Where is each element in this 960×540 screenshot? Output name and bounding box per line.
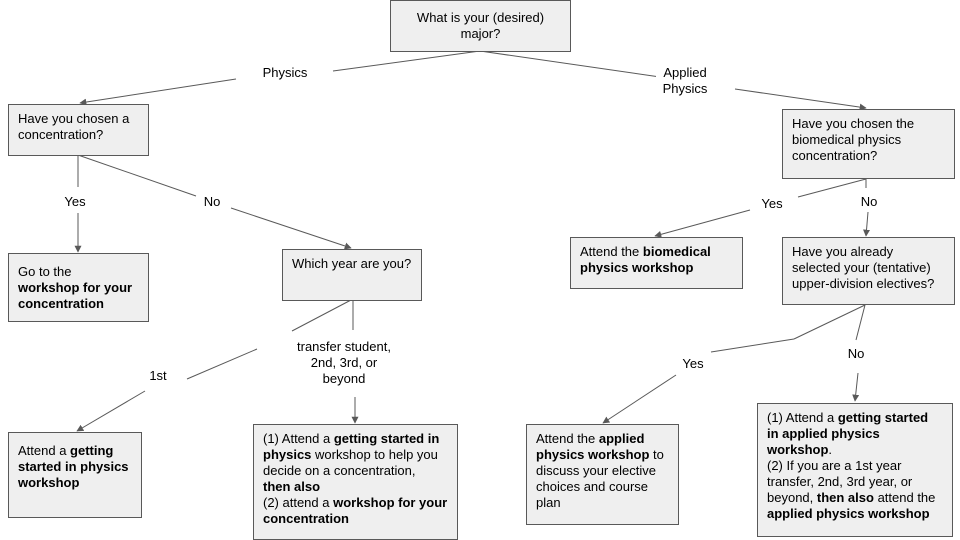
node-applied-two-step-l2-bold: then also [816, 490, 874, 505]
node-biomedical-question: Have you chosen the biomedical physics c… [782, 109, 955, 179]
node-applied-workshop-bold: applied physics workshop [536, 431, 650, 462]
node-attend-biomedical: Attend the biomedical physics workshop [570, 237, 743, 289]
node-which-year-question: Which year are you? [282, 249, 422, 301]
edge-yes-biomedical-arrow [654, 209, 751, 238]
edge-label-transfer-beyond: transfer student, 2nd, 3rd, or beyond [292, 339, 396, 387]
node-applied-two-step-l2-bold2: applied physics workshop [767, 506, 930, 521]
node-physics-two-step: (1) Attend a getting started in physics … [253, 424, 458, 540]
node-applied-workshop: Attend the applied physics workshop to d… [526, 424, 679, 525]
edge-no-electives [855, 304, 866, 341]
edge-no-biomedical-arrow [863, 211, 871, 237]
edge-first-year-arrow [76, 390, 146, 432]
edge-label-yes-biomedical: Yes [757, 196, 787, 212]
edge-no-electives-arrow [852, 372, 860, 402]
node-applied-two-step-l2-mid: attend the [873, 490, 936, 505]
edge-label-no-biomedical: No [855, 194, 883, 210]
edge-label-no-electives: No [842, 346, 870, 362]
edge-no-concentration-arrow [230, 207, 352, 250]
node-applied-two-step-l1-bold: getting started in applied physics works… [767, 410, 929, 457]
node-electives-question: Have you already selected your (tentativ… [782, 237, 955, 305]
node-getting-started-physics-bold: getting started in physics workshop [18, 443, 129, 490]
edge-label-first-year: 1st [144, 368, 172, 384]
node-applied-two-step: (1) Attend a getting started in applied … [757, 403, 953, 537]
node-getting-started-physics-pre: Attend a [18, 443, 71, 458]
node-go-to-workshop-pre: Go to the [18, 264, 72, 279]
node-attend-biomedical-pre: Attend the [580, 244, 643, 259]
edge-physics-arrow [79, 78, 237, 106]
node-physics-two-step-l1-bold: getting started in physics [263, 431, 440, 462]
node-go-to-workshop-bold: workshop for your concentration [18, 280, 133, 311]
edge-no-concentration [77, 154, 197, 197]
node-getting-started-physics: Attend a getting started in physics work… [8, 432, 142, 518]
edge-yes-electives-arrow [602, 374, 677, 424]
edge-applied-physics-arrow [734, 88, 867, 111]
node-applied-two-step-l1-pre: (1) Attend a [767, 410, 838, 425]
node-electives-question-text: Have you already selected your (tentativ… [792, 244, 935, 291]
edge-physics [332, 50, 481, 72]
edge-yes-electives [793, 304, 866, 340]
node-applied-workshop-pre: Attend the [536, 431, 599, 446]
node-root-text: What is your (desired) major? [416, 10, 545, 41]
edge-yes-electives-2 [710, 338, 795, 353]
node-attend-biomedical-bold: biomedical physics workshop [580, 244, 711, 275]
node-which-year-text: Which year are you? [292, 256, 412, 271]
edge-applied-physics [479, 50, 661, 78]
node-physics-two-step-l2-bold: then also [263, 479, 321, 494]
node-physics-two-step-l1-post: workshop to help you decide on a concent… [263, 447, 438, 478]
node-root-major-question: What is your (desired) major? [390, 0, 571, 52]
node-concentration-question-text: Have you chosen a concentration? [18, 111, 130, 142]
edge-label-physics: Physics [256, 65, 314, 81]
node-applied-workshop-post: to discuss your elective choices and cou… [536, 447, 664, 510]
edge-label-yes-concentration: Yes [60, 194, 90, 210]
edge-first-year [291, 299, 352, 332]
node-applied-two-step-l2-pre: (2) If you are a 1st year transfer, 2nd,… [767, 458, 913, 505]
node-physics-two-step-l3-bold: workshop for your concentration [263, 495, 448, 526]
node-concentration-question: Have you chosen a concentration? [8, 104, 149, 156]
edge-label-applied-physics: Applied Physics [656, 65, 714, 97]
node-physics-two-step-l1-pre: (1) Attend a [263, 431, 334, 446]
node-applied-two-step-l1-post: . [828, 442, 833, 457]
edge-label-yes-electives: Yes [677, 356, 709, 372]
edge-yes-biomedical [797, 178, 867, 198]
node-biomedical-question-text: Have you chosen the biomedical physics c… [792, 116, 915, 163]
node-go-to-workshop: Go to the workshop for your concentratio… [8, 253, 149, 322]
edge-label-no-concentration: No [198, 194, 226, 210]
edge-first-year-2 [186, 348, 258, 380]
node-physics-two-step-l3-pre: (2) attend a [263, 495, 334, 510]
